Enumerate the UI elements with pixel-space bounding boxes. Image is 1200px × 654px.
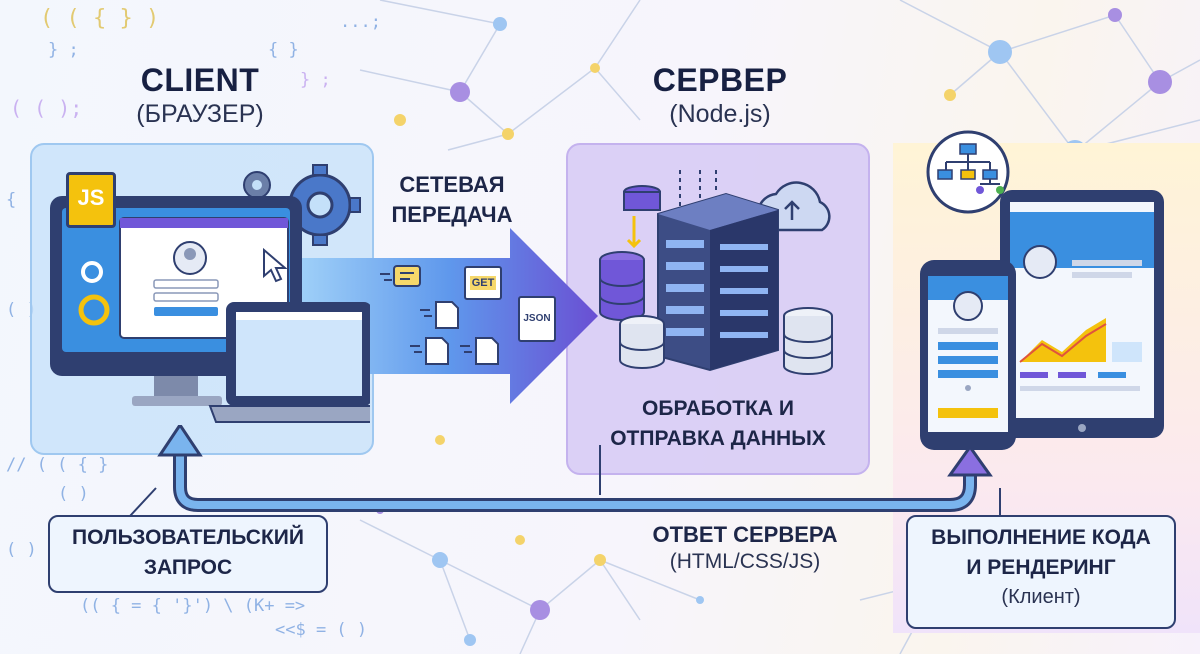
code-snippet: ( ( { } ) <box>40 6 160 31</box>
code-execution-rendering-box: ВЫПОЛНЕНИЕ КОДА И РЕНДЕРИНГ (Клиент) <box>906 515 1176 629</box>
code-snippet: } ; <box>48 40 79 60</box>
json-file-badge: JSON <box>518 296 556 342</box>
client-subtitle: (БРАУЗЕР) <box>136 100 264 128</box>
code-snippet: (( { = { '}') \ (K+ => <box>80 596 306 616</box>
get-request-badge: GET <box>464 266 502 300</box>
client-render-devices-illustration <box>920 130 1164 450</box>
server-response-label: ОТВЕТ СЕРВЕРА (HTML/CSS/JS) <box>620 520 870 574</box>
user-request-line1: ПОЛЬЗОВАТЕЛЬСКИЙ <box>72 526 304 549</box>
server-rack-illustration <box>599 170 833 375</box>
network-label-line2: ПЕРЕДАЧА <box>391 202 513 227</box>
client-title: CLIENT <box>140 62 260 98</box>
network-label: СЕТЕВАЯ ПЕРЕДАЧА <box>372 170 532 230</box>
server-caption-line1: ОБРАБОТКА И <box>642 397 794 420</box>
code-snippet: ( ) ; <box>6 540 58 560</box>
data-packets <box>380 265 499 365</box>
rendering-line2: И РЕНДЕРИНГ <box>966 556 1116 579</box>
rendering-line1: ВЫПОЛНЕНИЕ КОДА <box>931 526 1151 549</box>
json-badge-text: JSON <box>523 313 551 324</box>
server-response-arrow <box>157 425 993 512</box>
js-badge-text: JS <box>77 185 105 210</box>
code-snippet: { <box>6 190 17 210</box>
javascript-badge: JS <box>66 172 116 228</box>
code-snippet: { } <box>268 40 299 60</box>
server-response-line2: (HTML/CSS/JS) <box>669 550 821 573</box>
code-snippet: } ; <box>300 70 331 90</box>
server-caption: ОБРАБОТКА И ОТПРАВКА ДАННЫХ <box>580 394 856 454</box>
code-snippet: // ( ( { } <box>6 455 109 475</box>
server-subtitle: (Node.js) <box>669 100 771 128</box>
code-snippet: ( ) <box>58 484 89 504</box>
server-response-line1: ОТВЕТ СЕРВЕРА <box>652 522 838 547</box>
code-snippet: ( ( ); <box>10 96 83 120</box>
network-label-line1: СЕТЕВАЯ <box>399 172 505 197</box>
code-snippet: ...; <box>340 12 381 32</box>
user-request-box: ПОЛЬЗОВАТЕЛЬСКИЙ ЗАПРОС <box>48 515 328 593</box>
user-request-line2: ЗАПРОС <box>143 556 233 579</box>
server-caption-line2: ОТПРАВКА ДАННЫХ <box>610 427 826 450</box>
rendering-line3: (Клиент) <box>1001 586 1081 608</box>
server-title: СЕРВЕР <box>652 62 788 98</box>
code-snippet: <<$ = ( ) <box>275 620 368 640</box>
get-badge-text: GET <box>469 276 497 290</box>
gear-icon <box>243 171 271 199</box>
client-devices-illustration <box>50 164 370 423</box>
